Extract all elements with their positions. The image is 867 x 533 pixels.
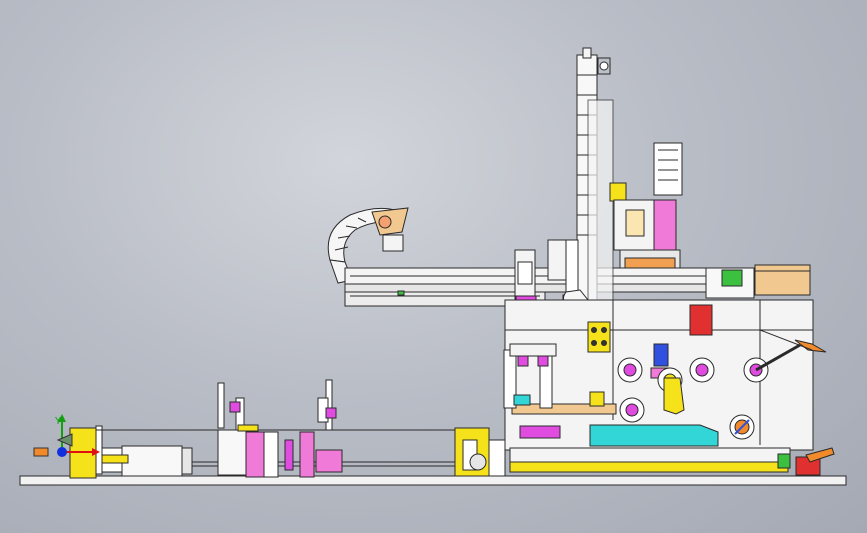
cyan-plate — [589, 424, 719, 447]
chain-bracket — [371, 207, 409, 252]
y-axis-label: Y — [54, 416, 62, 427]
bottom-conveyor — [509, 447, 835, 476]
z-axis-marker — [57, 447, 67, 457]
vertical-actuators — [503, 343, 605, 409]
right-end-block — [454, 427, 506, 477]
coordinate-triad: Y — [33, 414, 100, 457]
y-axis-arrow — [58, 414, 66, 422]
magenta-slide — [519, 425, 561, 439]
guide-towers — [217, 379, 343, 478]
tension-arm — [755, 329, 827, 372]
tan-slide — [511, 403, 617, 415]
origin-marker — [33, 447, 49, 457]
carriage-block — [705, 264, 811, 299]
x-axis-arrow — [92, 448, 100, 456]
view-cube-icon — [56, 433, 73, 447]
z-axis-motor — [609, 142, 683, 269]
vertical-guide-column — [587, 99, 614, 311]
base-plate — [19, 475, 847, 486]
yellow-lever — [663, 377, 685, 415]
